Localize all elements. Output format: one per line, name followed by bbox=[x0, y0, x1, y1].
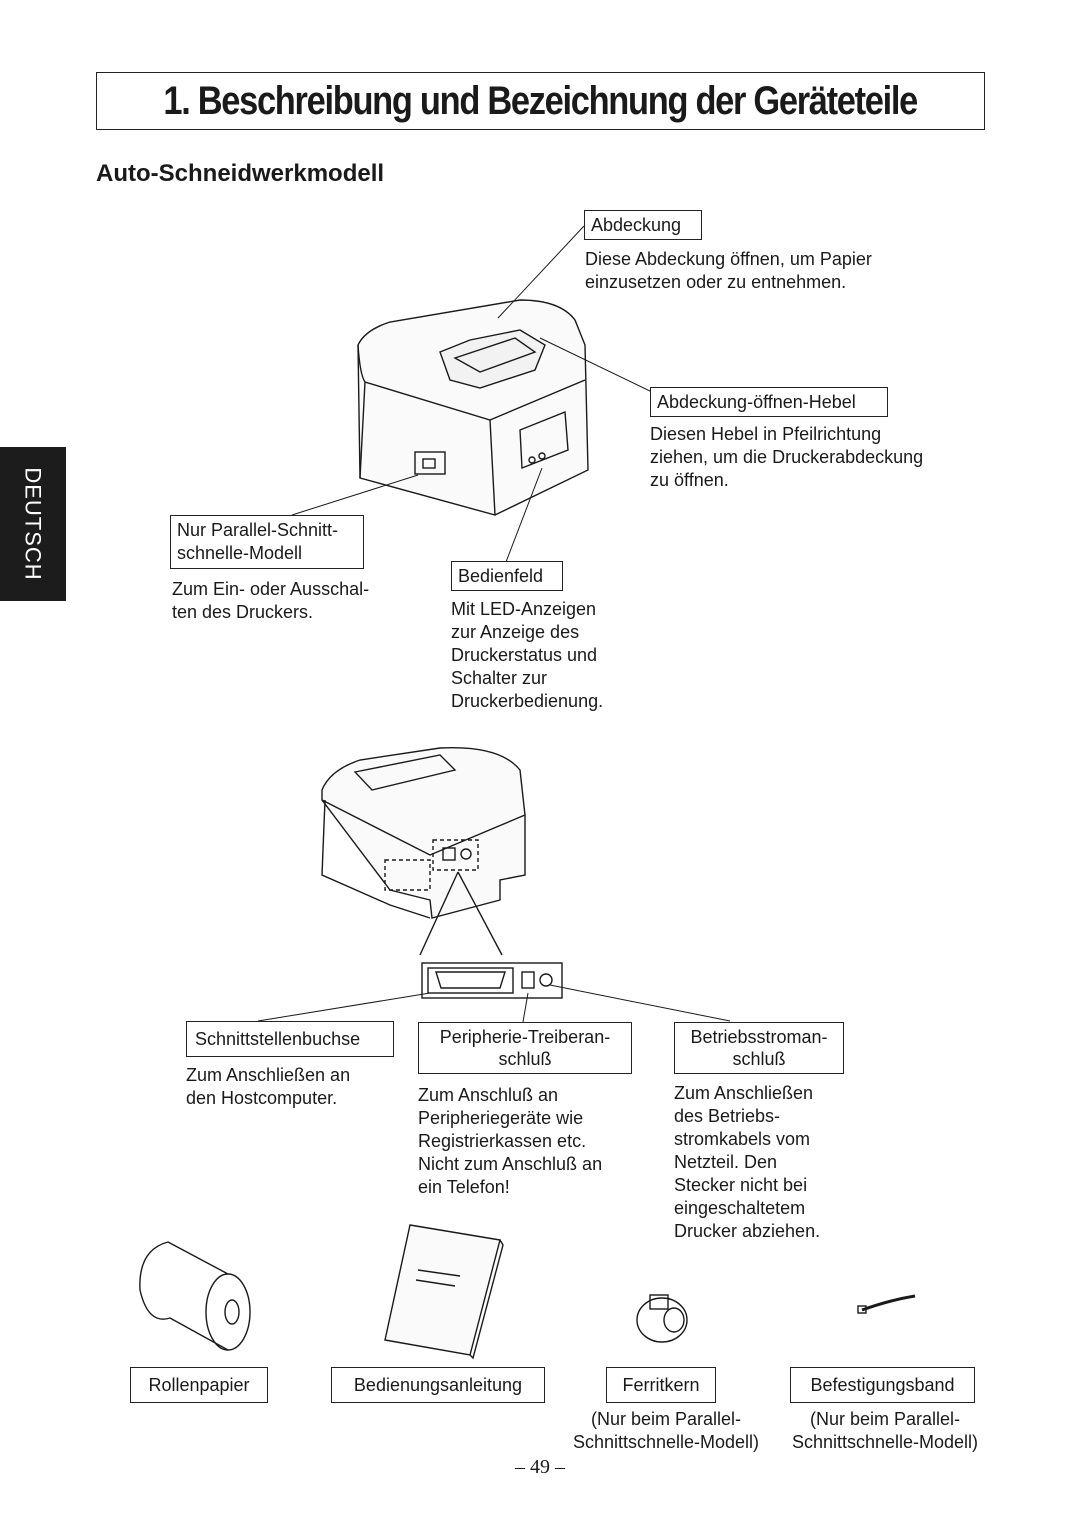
desc-parallel: Zum Ein- oder Ausschal- ten des Druckers… bbox=[172, 579, 370, 622]
label-bedienungsanleitung: Bedienungsanleitung bbox=[331, 1367, 545, 1403]
note-ferritkern: (Nur beim Parallel- Schnittschnelle-Mode… bbox=[572, 1409, 760, 1452]
language-side-tab: DEUTSCH bbox=[0, 447, 66, 601]
connector-panel-illustration bbox=[421, 962, 563, 999]
page-title: 1. Beschreibung und Bezeichnung der Gerä… bbox=[163, 78, 919, 123]
desc-hebel: Diesen Hebel in Pfeilrichtung ziehen, um… bbox=[650, 424, 924, 490]
paper-roll-illustration bbox=[139, 1241, 251, 1351]
desc-abdeckung: Diese Abdeckung öffnen, um Papier einzus… bbox=[585, 249, 872, 292]
leader-lines bbox=[257, 225, 731, 1023]
note-befestigungsband: (Nur beim Parallel- Schnittschnelle-Mode… bbox=[791, 1409, 979, 1452]
desc-bedienfeld: Mit LED-Anzeigen zur Anzeige des Drucker… bbox=[451, 599, 604, 711]
label-bedienfeld: Bedienfeld bbox=[451, 561, 563, 591]
printer-front-illustration bbox=[357, 299, 589, 516]
label-parallel: Nur Parallel-Schnitt- schnelle-Modell bbox=[170, 515, 364, 569]
printer-back-illustration bbox=[321, 746, 526, 956]
manual-illustration bbox=[384, 1224, 504, 1360]
label-befestigungsband: Befestigungsband bbox=[790, 1367, 975, 1403]
label-rollenpapier: Rollenpapier bbox=[130, 1367, 268, 1403]
title-box: 1. Beschreibung und Bezeichnung der Gerä… bbox=[96, 72, 985, 130]
desc-schnittstelle: Zum Anschließen an den Hostcomputer. bbox=[186, 1065, 351, 1108]
label-peripherie: Peripherie-Treiberan- schluß bbox=[418, 1022, 632, 1074]
label-abdeckung: Abdeckung bbox=[584, 210, 702, 240]
desc-betriebsstrom: Zum Anschließen des Betriebs- stromkabel… bbox=[674, 1083, 821, 1241]
label-betriebsstrom: Betriebsstroman- schluß bbox=[674, 1022, 844, 1074]
section-subtitle: Auto-Schneidwerkmodell bbox=[96, 160, 385, 187]
ferrite-core-illustration bbox=[636, 1294, 688, 1343]
label-ferritkern: Ferritkern bbox=[606, 1367, 716, 1403]
page-number: – 49 – bbox=[515, 1456, 565, 1478]
desc-peripherie: Zum Anschluß an Peripheriegeräte wie Reg… bbox=[418, 1085, 603, 1197]
label-hebel: Abdeckung-öffnen-Hebel bbox=[650, 387, 888, 417]
label-schnittstelle: Schnittstellenbuchse bbox=[186, 1021, 394, 1057]
cable-tie-illustration bbox=[857, 1294, 916, 1314]
language-tab-label: DEUTSCH bbox=[21, 467, 46, 581]
